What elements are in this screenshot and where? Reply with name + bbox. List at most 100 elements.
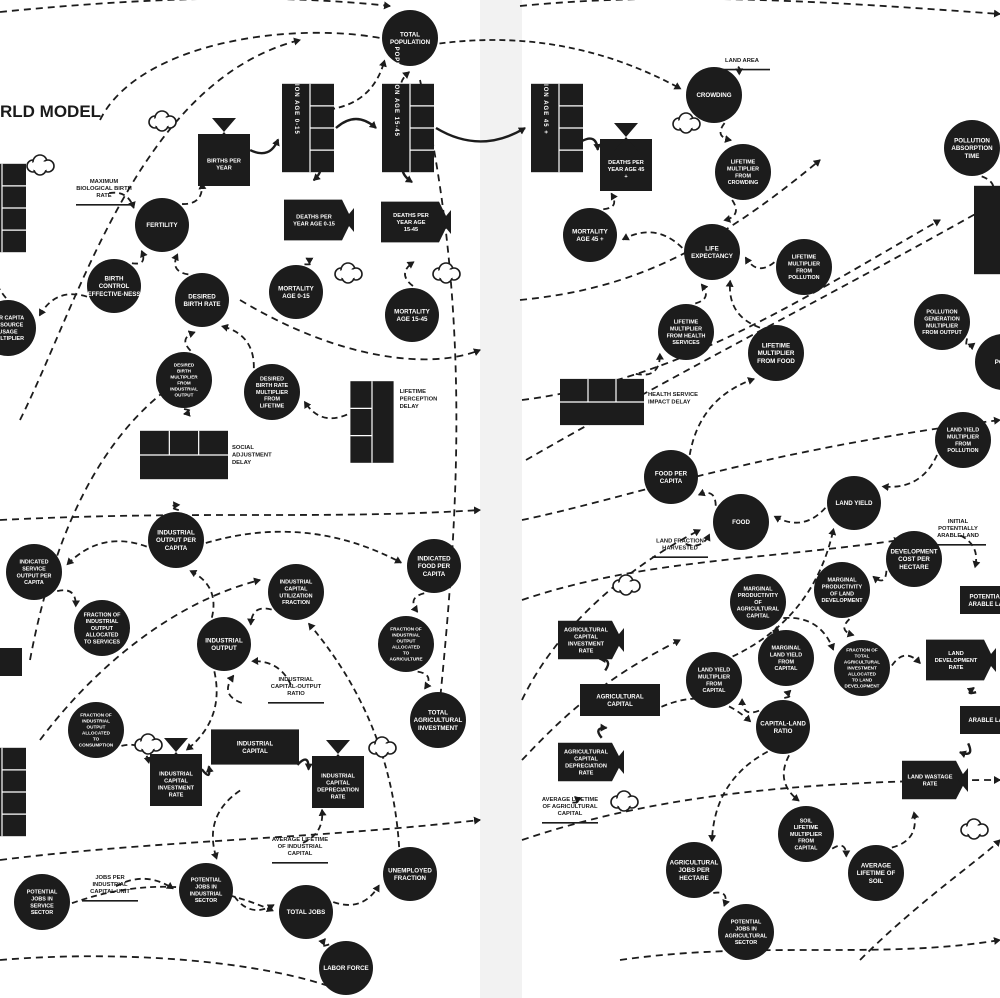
deaths-15-45-label-line: 15-45	[404, 227, 418, 233]
capital-land-ratio-label-line: RATIO	[774, 728, 793, 735]
indicated-food-circle	[407, 539, 461, 593]
land-development-rate-label-line: DEVELOPMENT	[935, 658, 978, 664]
link-fraction-ag-investment-to-land-development-rate	[891, 654, 921, 667]
capital-investment-rate-label-line: INVESTMENT	[158, 785, 195, 791]
lifetime-crowding-label-line: CROWDING	[728, 180, 759, 186]
total-jobs-label-line: TOTAL JOBS	[287, 909, 326, 916]
marginal-productivity-land-label-line: DEVELOPMENT	[821, 598, 863, 604]
life-expectancy-label-line: LIFE	[705, 245, 718, 252]
land-yield-pollution-circle	[935, 412, 991, 468]
unemployed-fraction-label-line: FRACTION	[394, 875, 426, 882]
capital-utilization-label-line: CAPITAL	[285, 586, 309, 592]
desired-birth-mult-lifetime-label-line: BIRTH RATE	[256, 383, 289, 389]
land-yield-capital-label-line: CAPITAL	[703, 688, 727, 694]
deaths-0-15-label-line: YEAR AGE 0-15	[293, 221, 335, 227]
link-pollution-generation-to-pollution-partial	[965, 338, 976, 351]
mortality-15-45-circle	[385, 288, 439, 342]
marginal-productivity-label-line: PRODUCTIVITY	[738, 593, 779, 599]
marginal-productivity-label-line: OF	[754, 600, 762, 606]
land-yield-pollution-label-line: LAND YIELD	[947, 428, 979, 434]
fraction-ag-investment-label-line: INVESTMENT	[847, 666, 877, 671]
ag-capital-investment-valve-icon	[614, 628, 624, 652]
desired-birth-mult-label-line: MULTIPLIER	[170, 375, 198, 380]
capital-depreciation-rate-label-line: RATE	[331, 794, 346, 800]
link-marginal-productivity-land-to-fraction-ag-investment	[843, 618, 855, 638]
node-land-yield: LAND YIELD	[827, 476, 881, 530]
pollution-partial-circle	[975, 334, 1000, 390]
births-per-year-label-line: YEAR	[216, 165, 232, 171]
node-crowding: CROWDING	[686, 67, 742, 123]
industrial-output-circle	[197, 617, 251, 671]
birth-control-circle	[87, 259, 141, 313]
link-indicated-food-to-fraction-agriculture	[410, 592, 425, 613]
soil-lifetime-label-line: FROM	[798, 839, 814, 845]
potential-jobs-industrial-label-line: INDUSTRIAL	[190, 891, 223, 897]
pollution-generation-label-line: POLLUTION	[926, 310, 957, 316]
land-yield-capital-label-line: LAND YIELD	[698, 668, 730, 674]
total-population-circle	[382, 10, 438, 66]
link-capital-utilization-to-industrial-output	[247, 607, 272, 626]
industrial-capital-label-line: CAPITAL	[242, 749, 268, 755]
feedback-loop-5	[0, 506, 481, 521]
partial-level-right-box	[974, 185, 1000, 275]
lifetime-food-label-line: MULTIPLIER	[758, 350, 795, 357]
capital-utilization-label-line: UTILIZATION	[279, 593, 312, 599]
feedback-loop-18	[39, 577, 261, 741]
link-avg-lifetime-ag-capital-to-ag-capital-depreciation	[572, 796, 582, 804]
cloud-deaths-0-15-icon	[334, 262, 363, 284]
potential-jobs-service-label-line: SECTOR	[31, 910, 53, 916]
link-max-birth-rate-to-fertility	[108, 191, 136, 209]
ag-capital-depreciation-box	[558, 742, 622, 782]
deaths-0-15-valve-icon	[344, 208, 354, 232]
feedback-loop-2	[519, 0, 1000, 18]
ag-capital-investment-label-line: RATE	[579, 648, 594, 654]
land-wastage-rate-label-line: RATE	[923, 781, 938, 787]
unemployed-fraction-circle	[383, 847, 437, 901]
link-indicated-service-to-fraction-services	[56, 589, 80, 608]
link-fraction-agriculture-to-total-ag-investment	[417, 670, 432, 690]
ag-capital-investment-label-line: AGRICULTURAL	[564, 627, 609, 633]
total-ag-investment-label-line: TOTAL	[428, 710, 448, 717]
page-title: RLD MODEL	[0, 102, 101, 121]
land-yield-capital-label-line: FROM	[706, 681, 722, 687]
marginal-productivity-label-line: MARGINAL	[743, 586, 773, 592]
per-capita-resource-label-line: MULTIPLIER	[0, 336, 24, 342]
industrial-output-pc-label-line: CAPITA	[165, 545, 188, 552]
indicated-service-label-line: INDICATED	[20, 560, 49, 566]
fraction-services-circle	[74, 600, 130, 656]
link-land-yield-pollution-to-land-yield	[881, 454, 938, 492]
lifetime-crowding-label-line: FROM	[735, 173, 751, 179]
link-agricultural-jobs-to-potential-jobs-ag	[713, 891, 730, 907]
deaths-15-45-valve-icon	[441, 210, 451, 234]
page-gutter	[480, 0, 522, 998]
capital-land-ratio-label-line: CAPITAL-LAND	[760, 720, 806, 727]
link-land-yield-capital-to-land-yield	[732, 527, 837, 658]
desired-birth-mult-lifetime-circle	[244, 364, 300, 420]
fraction-consumption-circle	[68, 702, 124, 758]
fraction-ag-investment-label-line: TO LAND	[852, 678, 873, 683]
marginal-productivity-label-line: CAPITAL	[747, 613, 771, 619]
industrial-output-pc-circle	[148, 512, 204, 568]
land-development-rate-label-line: LAND	[948, 651, 964, 657]
birth-control-label-line: CONTROL	[99, 283, 130, 290]
desired-birth-mult-label-line: DESIRED	[174, 363, 195, 368]
crowding-circle	[686, 67, 742, 123]
